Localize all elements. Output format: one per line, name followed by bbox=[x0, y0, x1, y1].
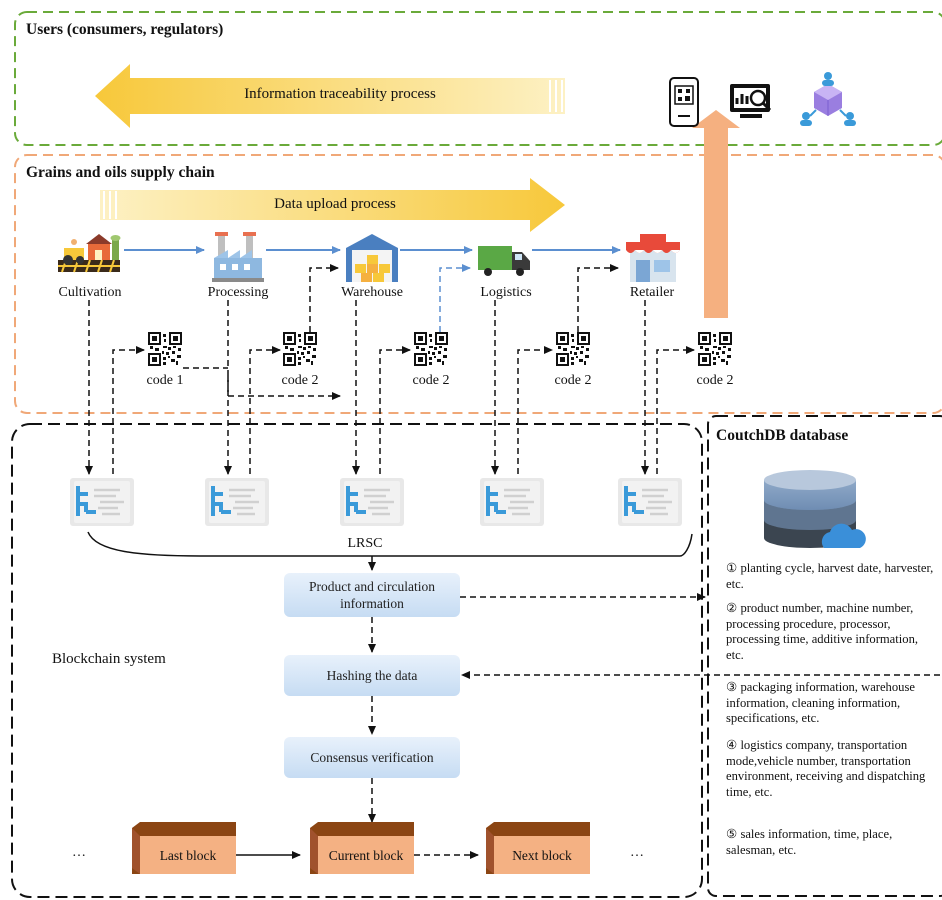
stage-label-logistics: Logistics bbox=[480, 285, 532, 300]
db-item-1: ① planting cycle, harvest date, harveste… bbox=[726, 561, 934, 591]
blue-dashed-connector bbox=[439, 264, 471, 332]
hashing-box: Hashing the data bbox=[284, 655, 460, 696]
database-panel bbox=[707, 415, 942, 897]
last-block bbox=[132, 822, 236, 874]
current-block-label: Current block bbox=[328, 848, 404, 863]
qr-code-2 bbox=[282, 331, 318, 367]
ledger-doc-2 bbox=[203, 476, 271, 528]
next-block-label: Next block bbox=[512, 848, 572, 863]
code-label-2: code 2 bbox=[281, 373, 319, 388]
current-block bbox=[310, 822, 414, 874]
stage-label-cultivation: Cultivation bbox=[58, 285, 122, 300]
orange-up-arrow bbox=[692, 110, 740, 318]
code-label-4: code 2 bbox=[554, 373, 592, 388]
dashed-connectors bbox=[85, 264, 695, 475]
phone-scan-icon bbox=[669, 77, 699, 127]
ledger-doc-1 bbox=[68, 476, 136, 528]
users-panel bbox=[14, 11, 942, 146]
ledger-doc-5 bbox=[616, 476, 684, 528]
db-panel-title: CoutchDB database bbox=[716, 427, 849, 444]
traceability-arrow-stripes bbox=[549, 80, 563, 112]
traceability-label: Information traceability process bbox=[244, 86, 436, 102]
warehouse-icon bbox=[346, 234, 398, 282]
code-label-3: code 2 bbox=[412, 373, 450, 388]
lrsc-brace bbox=[87, 531, 693, 557]
upload-arrow-stripes bbox=[103, 191, 117, 219]
stage-label-retailer: Retailer bbox=[629, 285, 675, 300]
stage-label-warehouse: Warehouse bbox=[341, 285, 403, 300]
flow-arrows bbox=[368, 556, 940, 859]
users-panel-title: Users (consumers, regulators) bbox=[26, 21, 224, 38]
qr-code-3 bbox=[413, 331, 449, 367]
monitor-search-icon bbox=[730, 84, 772, 118]
db-item-3: ③ packaging information, warehouse infor… bbox=[726, 680, 915, 725]
ledger-doc-4 bbox=[478, 476, 546, 528]
next-block bbox=[486, 822, 590, 874]
lrsc-label: LRSC bbox=[347, 536, 383, 551]
farm-icon bbox=[58, 234, 121, 273]
supply-panel-title: Grains and oils supply chain bbox=[26, 164, 215, 181]
product-info-label: Product and circulation information bbox=[309, 579, 435, 611]
truck-icon bbox=[478, 246, 530, 276]
ellipsis-left: … bbox=[72, 845, 86, 860]
blockchain-label: Blockchain system bbox=[52, 651, 166, 667]
supply-chain-panel bbox=[14, 154, 942, 414]
shop-icon bbox=[626, 234, 680, 282]
factory-icon bbox=[212, 232, 264, 282]
code-label-5: code 2 bbox=[696, 373, 734, 388]
traceability-arrow bbox=[95, 64, 565, 128]
last-block-label: Last block bbox=[159, 848, 217, 863]
consensus-box: Consensus verification bbox=[284, 737, 460, 778]
qr-code-5 bbox=[697, 331, 733, 367]
qr-code-4 bbox=[555, 331, 591, 367]
code-label-1: code 1 bbox=[146, 373, 184, 388]
db-item-4: ④ logistics company, transportation mode… bbox=[726, 738, 926, 799]
ledger-doc-3 bbox=[338, 476, 406, 528]
blockchain-panel bbox=[11, 423, 703, 898]
consensus-label: Consensus verification bbox=[310, 750, 434, 765]
qr-code-1 bbox=[147, 331, 183, 367]
upload-arrow bbox=[100, 178, 565, 232]
db-item-2: ② product number, machine number, proces… bbox=[726, 601, 919, 662]
database-icon bbox=[764, 470, 866, 548]
db-item-5: ⑤ sales information, time, place, salesm… bbox=[726, 827, 893, 857]
product-info-box: Product and circulation information bbox=[284, 573, 460, 617]
network-users-icon bbox=[800, 72, 856, 126]
ellipsis-right: … bbox=[630, 845, 644, 860]
hashing-label: Hashing the data bbox=[326, 668, 418, 683]
upload-label: Data upload process bbox=[274, 196, 396, 212]
stage-label-processing: Processing bbox=[207, 285, 269, 300]
